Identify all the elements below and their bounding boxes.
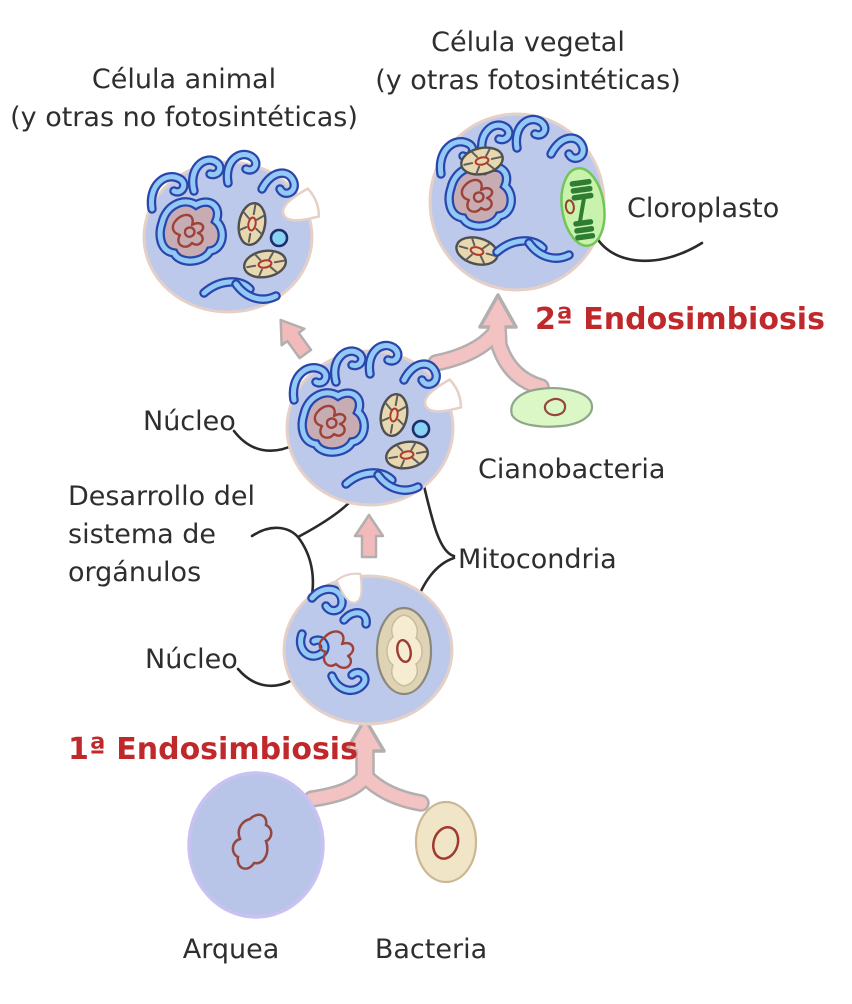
desarrollo-connector-down	[296, 535, 315, 603]
bacteria-cell	[414, 800, 478, 884]
plant-nucleus	[449, 167, 511, 226]
plant-cell-title-line1: Célula vegetal	[431, 27, 625, 58]
merge-arrow-second-endosymbiosis	[427, 293, 550, 396]
cyanobacteria-cell	[510, 387, 594, 428]
desarrollo-connector-hook	[250, 526, 300, 539]
arquea-cell	[187, 771, 325, 919]
first-eukaryote-cell	[282, 570, 454, 726]
bacteria-label: Bacteria	[375, 934, 487, 965]
arquea-label: Arquea	[183, 934, 280, 965]
mitocondria-label: Mitocondria	[458, 544, 617, 575]
animal-cell	[142, 155, 323, 314]
cianobacteria-label: Cianobacteria	[478, 454, 665, 485]
early-er	[295, 584, 371, 696]
animal-cell-title-line2: (y otras no fotosintéticas)	[10, 102, 358, 133]
nucleo-upper-label: Núcleo	[143, 406, 236, 437]
plant-cell	[428, 112, 612, 292]
arquea-dna	[231, 813, 273, 870]
desarrollo-label-line1: Desarrollo del	[68, 481, 255, 512]
desarrollo-label-line2: sistema de	[68, 519, 216, 550]
desarrollo-label-line3: orgánulos	[68, 557, 201, 588]
early-mitochondrion	[375, 606, 433, 696]
cyanobacteria-dna	[543, 397, 567, 417]
early-nucleus-dna	[318, 630, 355, 670]
cloroplasto-connector	[590, 225, 704, 263]
first-endosymbiosis-heading: 1ª Endosimbiosis	[68, 732, 358, 767]
bacteria-dna	[432, 826, 460, 860]
intermediate-eukaryote-cell	[285, 346, 465, 507]
animal-cell-title-line1: Célula animal	[92, 64, 276, 95]
merge-arrow-first-endosymbiosis	[303, 717, 430, 812]
nucleo-lower-label: Núcleo	[145, 644, 238, 675]
arrow-to-animal-cell	[268, 310, 318, 364]
cloroplasto-label: Cloroplasto	[627, 193, 779, 224]
arrow-to-intermediate-cell	[353, 513, 385, 559]
second-endosymbiosis-heading: 2ª Endosimbiosis	[535, 302, 825, 337]
plant-cell-title-line2: (y otras fotosintéticas)	[375, 65, 681, 96]
